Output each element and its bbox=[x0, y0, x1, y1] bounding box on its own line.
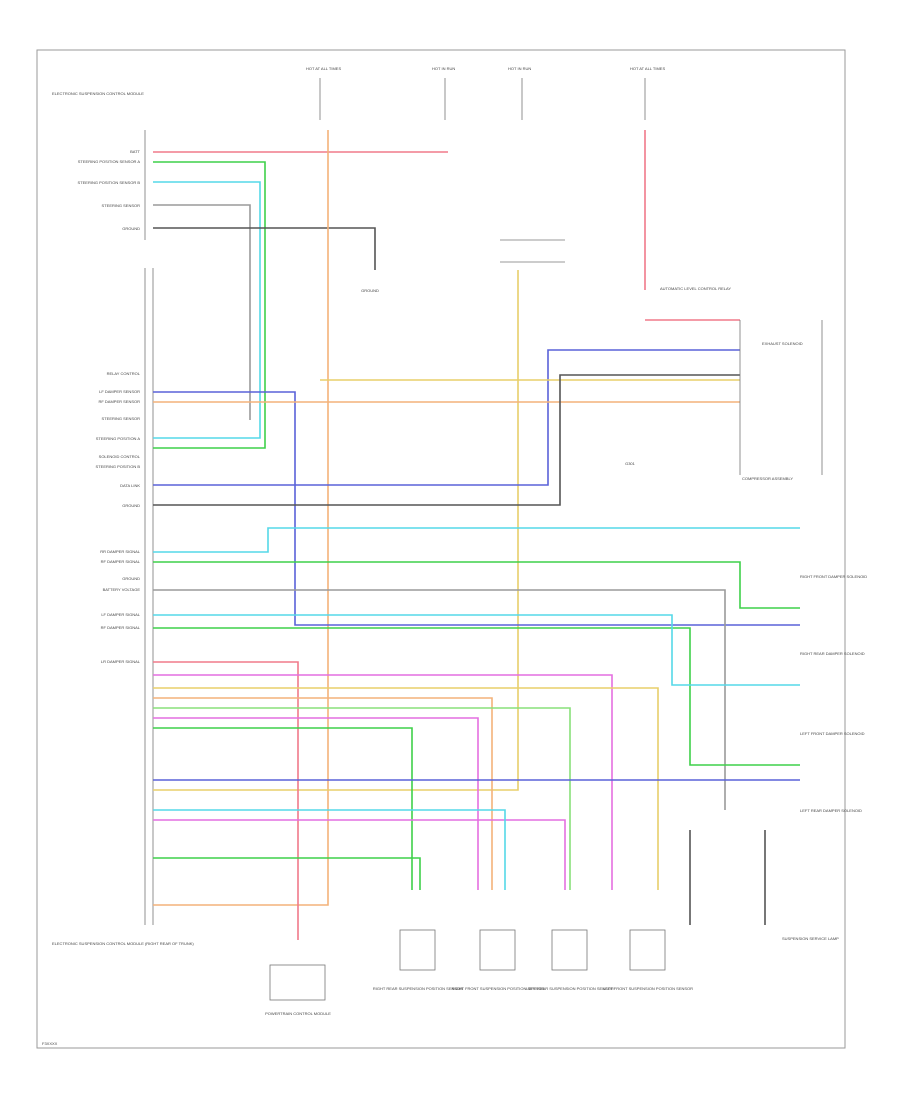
rf-sensor-box bbox=[479, 929, 516, 971]
pin-label-20: LR DAMPER SIGNAL bbox=[101, 659, 141, 664]
wire-orange-1 bbox=[153, 130, 329, 906]
module-block: ELECTRONIC SUSPENSION CONTROL MODULE ELE… bbox=[52, 91, 194, 946]
wire-magenta-3 bbox=[153, 819, 566, 890]
diagram-frame bbox=[36, 49, 846, 1049]
solenoid-1-label: RIGHT FRONT DAMPER SOLENOID bbox=[800, 574, 867, 579]
pin-label-12: DATA LINK bbox=[120, 483, 140, 488]
lamp-label: SUSPENSION SERVICE LAMP bbox=[782, 936, 839, 941]
fuse-4-label: HOT AT ALL TIMES bbox=[630, 66, 665, 71]
pin-label-batt: BATT bbox=[130, 149, 140, 154]
bottom-components: POWERTRAIN CONTROL MODULE RIGHT REAR SUS… bbox=[265, 929, 693, 1016]
fuse-2-label: HOT IN RUN bbox=[432, 66, 455, 71]
wire-cyan-1 bbox=[153, 181, 261, 439]
fuse-group: HOT AT ALL TIMES HOT IN RUN HOT IN RUN H… bbox=[306, 66, 665, 120]
wire-cyan-4 bbox=[153, 809, 506, 890]
fuse-1-label: HOT AT ALL TIMES bbox=[306, 66, 341, 71]
wire-green-1 bbox=[153, 161, 266, 449]
wire-yellow-3 bbox=[153, 687, 659, 890]
wire-orange-3 bbox=[153, 697, 493, 890]
wire-dark-1 bbox=[153, 227, 376, 270]
pin-label-13: GROUND bbox=[122, 503, 140, 508]
wire-green-2 bbox=[153, 561, 800, 609]
pin-label-6: LF DAMPER SENSOR bbox=[99, 389, 140, 394]
lf-sensor-box bbox=[629, 929, 666, 971]
pin-label-19: RF DAMPER SIGNAL bbox=[101, 625, 141, 630]
solenoid-3-label: LEFT FRONT DAMPER SOLENOID bbox=[800, 731, 865, 736]
ground-label: GROUND bbox=[361, 288, 379, 293]
solenoid-2-label: RIGHT REAR DAMPER SOLENOID bbox=[800, 651, 865, 656]
relay-block: AUTOMATIC LEVEL CONTROL RELAY bbox=[500, 239, 731, 291]
fuse-4: HOT AT ALL TIMES bbox=[630, 66, 665, 120]
bottom-5-label: LEFT FRONT SUSPENSION POSITION SENSOR bbox=[603, 986, 693, 991]
diagram-id: F3XXXX bbox=[42, 1041, 58, 1046]
pin-label-8: STEERING SENSOR bbox=[102, 416, 141, 421]
wire-magenta-1 bbox=[153, 674, 613, 890]
wire-cyan-2 bbox=[153, 527, 800, 553]
pin-label-10: SOLENOID CONTROL bbox=[99, 454, 141, 459]
pin-labels: BATT STEERING POSITION SENSOR A STEERING… bbox=[78, 149, 141, 664]
pin-label-18: LF DAMPER SIGNAL bbox=[101, 612, 140, 617]
pin-label-1: STEERING POSITION SENSOR A bbox=[78, 159, 141, 164]
wire-batt-2 bbox=[644, 130, 740, 321]
module-footer: ELECTRONIC SUSPENSION CONTROL MODULE (RI… bbox=[52, 941, 194, 946]
ground-group: GROUND G301 SUSPENSION SERVICE LAMP bbox=[361, 288, 839, 941]
fuse-3-label: HOT IN RUN bbox=[508, 66, 531, 71]
compressor-label: COMPRESSOR ASSEMBLY bbox=[742, 476, 793, 481]
bottom-1-label: POWERTRAIN CONTROL MODULE bbox=[265, 1011, 331, 1016]
bottom-2-label: RIGHT REAR SUSPENSION POSITION SENSOR bbox=[373, 986, 463, 991]
rr-sensor-box bbox=[399, 929, 436, 971]
relay-label: AUTOMATIC LEVEL CONTROL RELAY bbox=[660, 286, 731, 291]
pin-label-3: STEERING SENSOR bbox=[102, 203, 141, 208]
pin-label-4: GROUND bbox=[122, 226, 140, 231]
pin-label-16: GROUND bbox=[122, 576, 140, 581]
wire-blue-2 bbox=[153, 349, 740, 486]
pin-label-7: RF DAMPER SENSOR bbox=[98, 399, 140, 404]
solenoid-labels: RIGHT FRONT DAMPER SOLENOID RIGHT REAR D… bbox=[800, 574, 867, 813]
fuse-3: HOT IN RUN bbox=[508, 66, 531, 120]
wire-red-2 bbox=[153, 661, 299, 940]
compressor-block: COMPRESSOR ASSEMBLY EXHAUST SOLENOID bbox=[739, 320, 823, 481]
wire-magenta-2 bbox=[153, 717, 479, 890]
solenoid-4-label: LEFT REAR DAMPER SOLENOID bbox=[800, 808, 862, 813]
wires bbox=[153, 130, 800, 940]
module-title: ELECTRONIC SUSPENSION CONTROL MODULE bbox=[52, 91, 144, 96]
g-label: G301 bbox=[625, 461, 636, 466]
pin-label-11: STEERING POSITION B bbox=[96, 464, 141, 469]
wire-cyan-3 bbox=[153, 614, 800, 686]
lr-sensor-box bbox=[551, 929, 588, 971]
wire-dark-2 bbox=[153, 374, 740, 506]
bottom-4-label: LEFT REAR SUSPENSION POSITION SENSOR bbox=[526, 986, 614, 991]
pin-label-17: BATTERY VOLTAGE bbox=[103, 587, 141, 592]
exhaust-label: EXHAUST SOLENOID bbox=[762, 341, 803, 346]
wire-green-4 bbox=[153, 727, 413, 890]
pin-label-2: STEERING POSITION SENSOR B bbox=[78, 180, 141, 185]
pin-label-14: RR DAMPER SIGNAL bbox=[100, 549, 141, 554]
pin-label-15: RF DAMPER SIGNAL bbox=[101, 559, 141, 564]
wire-lime-1 bbox=[153, 707, 571, 890]
pin-label-5: RELAY CONTROL bbox=[107, 371, 141, 376]
wire-gray-1 bbox=[153, 204, 251, 420]
fuse-1: HOT AT ALL TIMES bbox=[306, 66, 341, 120]
bottom-3-label: RIGHT FRONT SUSPENSION POSITION SENSOR bbox=[452, 986, 545, 991]
pcm-box bbox=[269, 964, 326, 1001]
pin-label-9: STEERING POSITION A bbox=[96, 436, 141, 441]
fuse-2: HOT IN RUN bbox=[432, 66, 455, 120]
wire-green-5 bbox=[153, 857, 421, 890]
wire-blue-1 bbox=[153, 391, 800, 626]
wire-gray-2 bbox=[153, 589, 726, 810]
wire-yellow-1 bbox=[153, 270, 519, 791]
wire-green-3 bbox=[153, 627, 800, 766]
